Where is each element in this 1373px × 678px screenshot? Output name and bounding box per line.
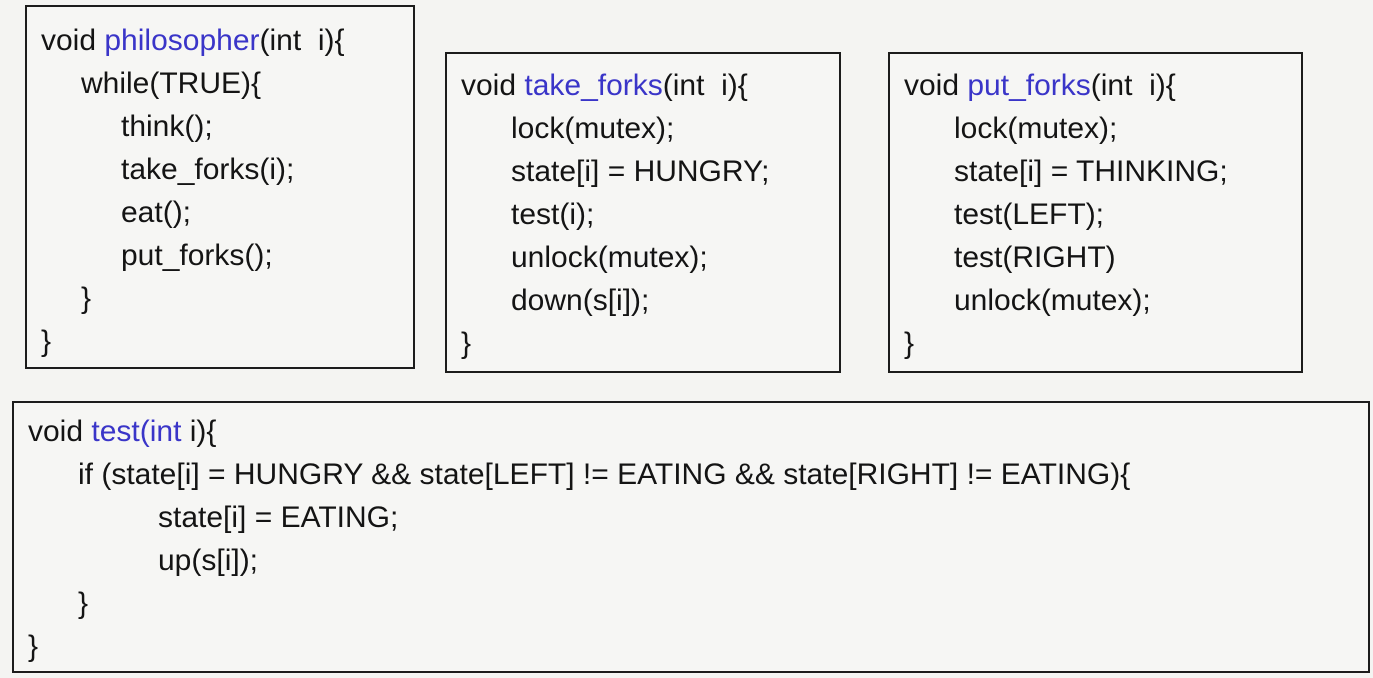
code-line: } [904, 327, 915, 360]
code-line: } [461, 327, 472, 360]
code-line: take_forks(i); [121, 153, 295, 186]
take-forks-kw: void [461, 69, 525, 102]
philosopher-code-box: void philosopher(int i){ while(TRUE){ thin… [25, 5, 415, 369]
put-forks-params: (int i){ [1090, 69, 1176, 102]
code-line: } [28, 630, 39, 663]
code-line: put_forks(); [121, 239, 273, 272]
test-kw: void [28, 415, 92, 448]
code-line: state[i] = HUNGRY; [511, 155, 770, 188]
philosopher-name: philosopher [104, 24, 260, 57]
code-line: while(TRUE){ [81, 67, 262, 100]
code-line: test(RIGHT) [954, 241, 1116, 274]
philosopher-params: (int i){ [259, 24, 345, 57]
take-forks-params: (int i){ [662, 69, 748, 102]
code-line: think(); [121, 110, 213, 143]
philosopher-kw: void [41, 24, 105, 57]
code-line: } [81, 282, 92, 315]
code-line: test(i); [511, 198, 595, 231]
put-forks-name: put_forks [967, 69, 1091, 102]
code-line: state[i] = THINKING; [954, 155, 1228, 188]
take-forks-name: take_forks [524, 69, 663, 102]
put-forks-signature: void put_forks(int i){ [904, 64, 1301, 107]
code-line: down(s[i]); [511, 284, 650, 317]
put-forks-code-box: void put_forks(int i){ lock(mutex); state[… [888, 52, 1303, 373]
code-line: up(s[i]); [158, 544, 259, 577]
code-line: lock(mutex); [954, 112, 1118, 145]
take-forks-signature: void take_forks(int i){ [461, 64, 839, 107]
code-line: state[i] = EATING; [158, 501, 399, 534]
test-code-box: void test(int i){ if (state[i] = HUNGRY &… [12, 401, 1370, 673]
test-name: test(int [91, 415, 182, 448]
code-line: if (state[i] = HUNGRY && state[LEFT] != … [78, 458, 1131, 491]
test-params: i){ [181, 415, 217, 448]
take-forks-code-box: void take_forks(int i){ lock(mutex); state… [445, 52, 841, 373]
code-line: lock(mutex); [511, 112, 675, 145]
code-line: unlock(mutex); [511, 241, 708, 274]
code-line: } [41, 325, 52, 358]
test-signature: void test(int i){ [28, 410, 1368, 453]
code-line: test(LEFT); [954, 198, 1105, 231]
code-line: eat(); [121, 196, 192, 229]
code-line: unlock(mutex); [954, 284, 1151, 317]
code-line: } [78, 587, 89, 620]
philosopher-signature: void philosopher(int i){ [41, 19, 413, 62]
put-forks-kw: void [904, 69, 968, 102]
